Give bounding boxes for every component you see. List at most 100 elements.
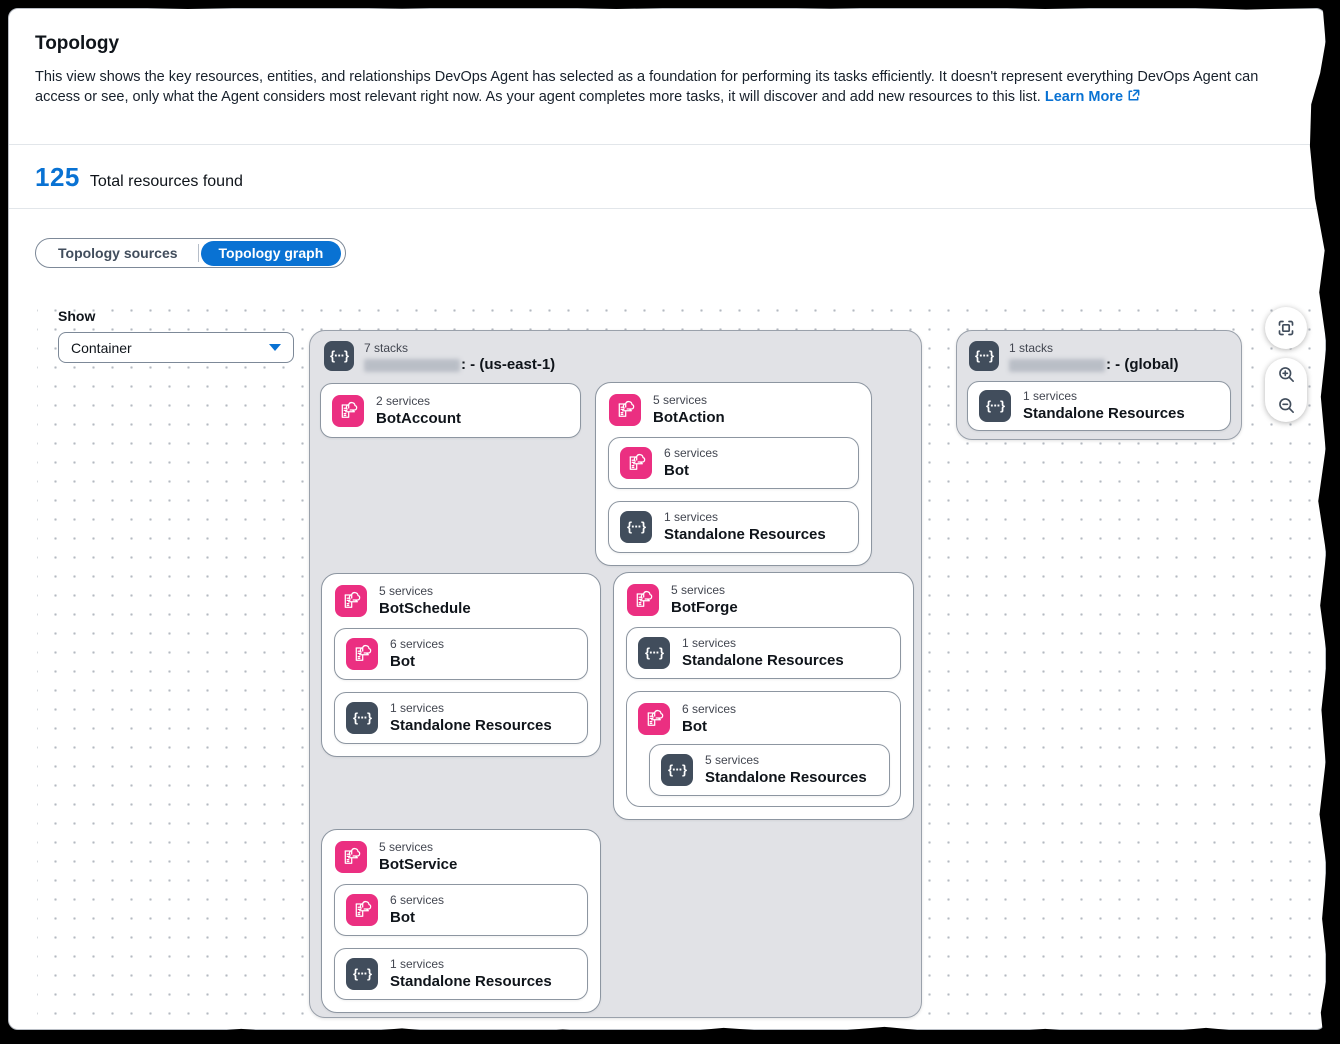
service-name: Bot: [390, 653, 415, 670]
service-name: Standalone Resources: [682, 652, 844, 669]
service-count: 6 services: [664, 446, 719, 460]
topology-panel: Topology This view shows the key resourc…: [8, 8, 1326, 1030]
group-botschedule[interactable]: 5 services BotSchedule 6 services Bot {·…: [321, 573, 601, 757]
braces-glyph: {···}: [329, 347, 349, 363]
node-botschedule-standalone[interactable]: {···} 1 services Standalone Resources: [334, 692, 588, 744]
zoom-out-icon: [1278, 398, 1294, 414]
container-us-east-1[interactable]: {···} 7 stacks : - (us-east-1) 2 service…: [309, 330, 922, 1018]
node-global-standalone[interactable]: {···} 1 services Standalone Resources: [967, 381, 1231, 431]
resource-count-label: Total resources found: [89, 173, 243, 190]
cloud-document-icon: [346, 638, 378, 670]
redacted-account-name: [364, 358, 460, 372]
zoom-in-button[interactable]: [1265, 359, 1307, 389]
group-botservice[interactable]: 5 services BotService 6 services Bot {··…: [321, 829, 601, 1013]
braces-icon: {···}: [638, 637, 670, 669]
stacks-count: 1 stacks: [1009, 341, 1054, 355]
braces-glyph: {···}: [985, 397, 1005, 413]
stacks-count: 7 stacks: [364, 341, 409, 355]
external-link-icon: [1128, 89, 1140, 101]
fit-to-screen-button[interactable]: [1265, 307, 1307, 349]
braces-icon: {···}: [346, 702, 378, 734]
cloud-document-icon: [346, 894, 378, 926]
braces-icon: {···}: [979, 390, 1011, 422]
service-count: 1 services: [682, 636, 737, 650]
braces-glyph: {···}: [667, 761, 687, 777]
service-count: 5 services: [379, 840, 434, 854]
container-name-suffix: : - (global): [1106, 356, 1179, 373]
group-botaction[interactable]: 5 services BotAction 6 services Bot {···…: [595, 382, 872, 566]
group-botforge[interactable]: 5 services BotForge {···} 1 services Sta…: [613, 572, 914, 820]
zoom-controls: [1265, 358, 1307, 422]
service-name: Standalone Resources: [390, 717, 552, 734]
service-count: 1 services: [390, 957, 445, 971]
service-name: BotAccount: [376, 409, 461, 427]
page-description: This view shows the key resources, entit…: [35, 67, 1301, 107]
learn-more-link[interactable]: Learn More: [1045, 89, 1141, 105]
container-header: {···} 7 stacks : - (us-east-1): [310, 331, 921, 374]
service-name: BotService: [379, 856, 458, 873]
service-count: 1 services: [1023, 389, 1078, 403]
cloud-document-icon: [620, 447, 652, 479]
node-botservice-bot[interactable]: 6 services Bot: [334, 884, 588, 936]
divider: [9, 208, 1325, 209]
braces-glyph: {···}: [626, 518, 646, 534]
node-botaction-bot[interactable]: 6 services Bot: [608, 437, 859, 489]
cloud-document-icon: [335, 841, 367, 873]
node-botservice-standalone[interactable]: {···} 1 services Standalone Resources: [334, 948, 588, 1000]
node-botschedule-bot[interactable]: 6 services Bot: [334, 628, 588, 680]
service-name: BotSchedule: [379, 600, 471, 617]
braces-glyph: {···}: [352, 965, 372, 981]
container-name: : - (global): [1009, 356, 1178, 374]
filter-selected-value: Container: [71, 339, 132, 356]
group-botforge-bot[interactable]: 6 services Bot {···} 5 services Standalo…: [626, 691, 901, 807]
braces-icon: {···}: [324, 341, 354, 371]
service-name: Bot: [682, 718, 707, 735]
page-title: Topology: [35, 33, 120, 54]
service-name: Bot: [664, 462, 689, 479]
node-botforge-bot-standalone[interactable]: {···} 5 services Standalone Resources: [649, 744, 890, 796]
cloud-document-icon: [332, 394, 364, 427]
service-name: Bot: [390, 909, 415, 926]
cloud-document-icon: [335, 585, 367, 617]
braces-glyph: {···}: [352, 709, 372, 725]
container-name-suffix: : - (us-east-1): [461, 356, 556, 373]
learn-more-label: Learn More: [1044, 89, 1124, 105]
tab-topology-graph[interactable]: Topology graph: [200, 240, 342, 266]
service-name: Standalone Resources: [705, 769, 867, 786]
cloud-document-icon: [627, 584, 659, 616]
service-count: 6 services: [390, 893, 445, 907]
toggle-separator: [197, 244, 199, 262]
node-botaction-standalone[interactable]: {···} 1 services Standalone Resources: [608, 501, 859, 553]
zoom-out-button[interactable]: [1265, 391, 1307, 421]
braces-glyph: {···}: [974, 347, 994, 363]
divider: [9, 144, 1325, 145]
resource-count: 125: [35, 162, 80, 192]
resource-summary: 125 Total resources found: [35, 162, 243, 193]
cloud-document-icon: [609, 394, 641, 426]
node-botforge-standalone[interactable]: {···} 1 services Standalone Resources: [626, 627, 901, 679]
service-count: 1 services: [390, 701, 445, 715]
container-global[interactable]: {···} 1 stacks : - (global) {···} 1 serv…: [956, 330, 1242, 440]
service-name: BotForge: [671, 599, 738, 616]
braces-icon: {···}: [346, 958, 378, 990]
service-count: 5 services: [653, 393, 708, 407]
redacted-account-name: [1009, 358, 1105, 372]
braces-icon: {···}: [969, 341, 999, 371]
service-count: 6 services: [682, 702, 737, 716]
service-count: 1 services: [664, 510, 719, 524]
service-count: 5 services: [671, 583, 726, 597]
container-name: : - (us-east-1): [364, 356, 555, 374]
node-botaccount[interactable]: 2 services BotAccount: [320, 383, 581, 438]
braces-glyph: {···}: [644, 644, 664, 660]
service-count: 2 services: [376, 393, 431, 408]
topology-canvas[interactable]: Show Container {···} 7 stacks : - (us-ea…: [37, 294, 1319, 1019]
service-count: 6 services: [390, 637, 445, 651]
service-count: 5 services: [379, 584, 434, 598]
chevron-down-icon: [269, 344, 281, 351]
fit-to-screen-icon: [1278, 320, 1294, 336]
tab-topology-sources[interactable]: Topology sources: [58, 245, 178, 261]
container-filter-select[interactable]: Container: [58, 332, 294, 363]
view-toggle: Topology sources Topology graph: [35, 238, 347, 268]
service-name: Standalone Resources: [390, 973, 552, 990]
container-header: {···} 1 stacks : - (global): [957, 331, 1241, 374]
